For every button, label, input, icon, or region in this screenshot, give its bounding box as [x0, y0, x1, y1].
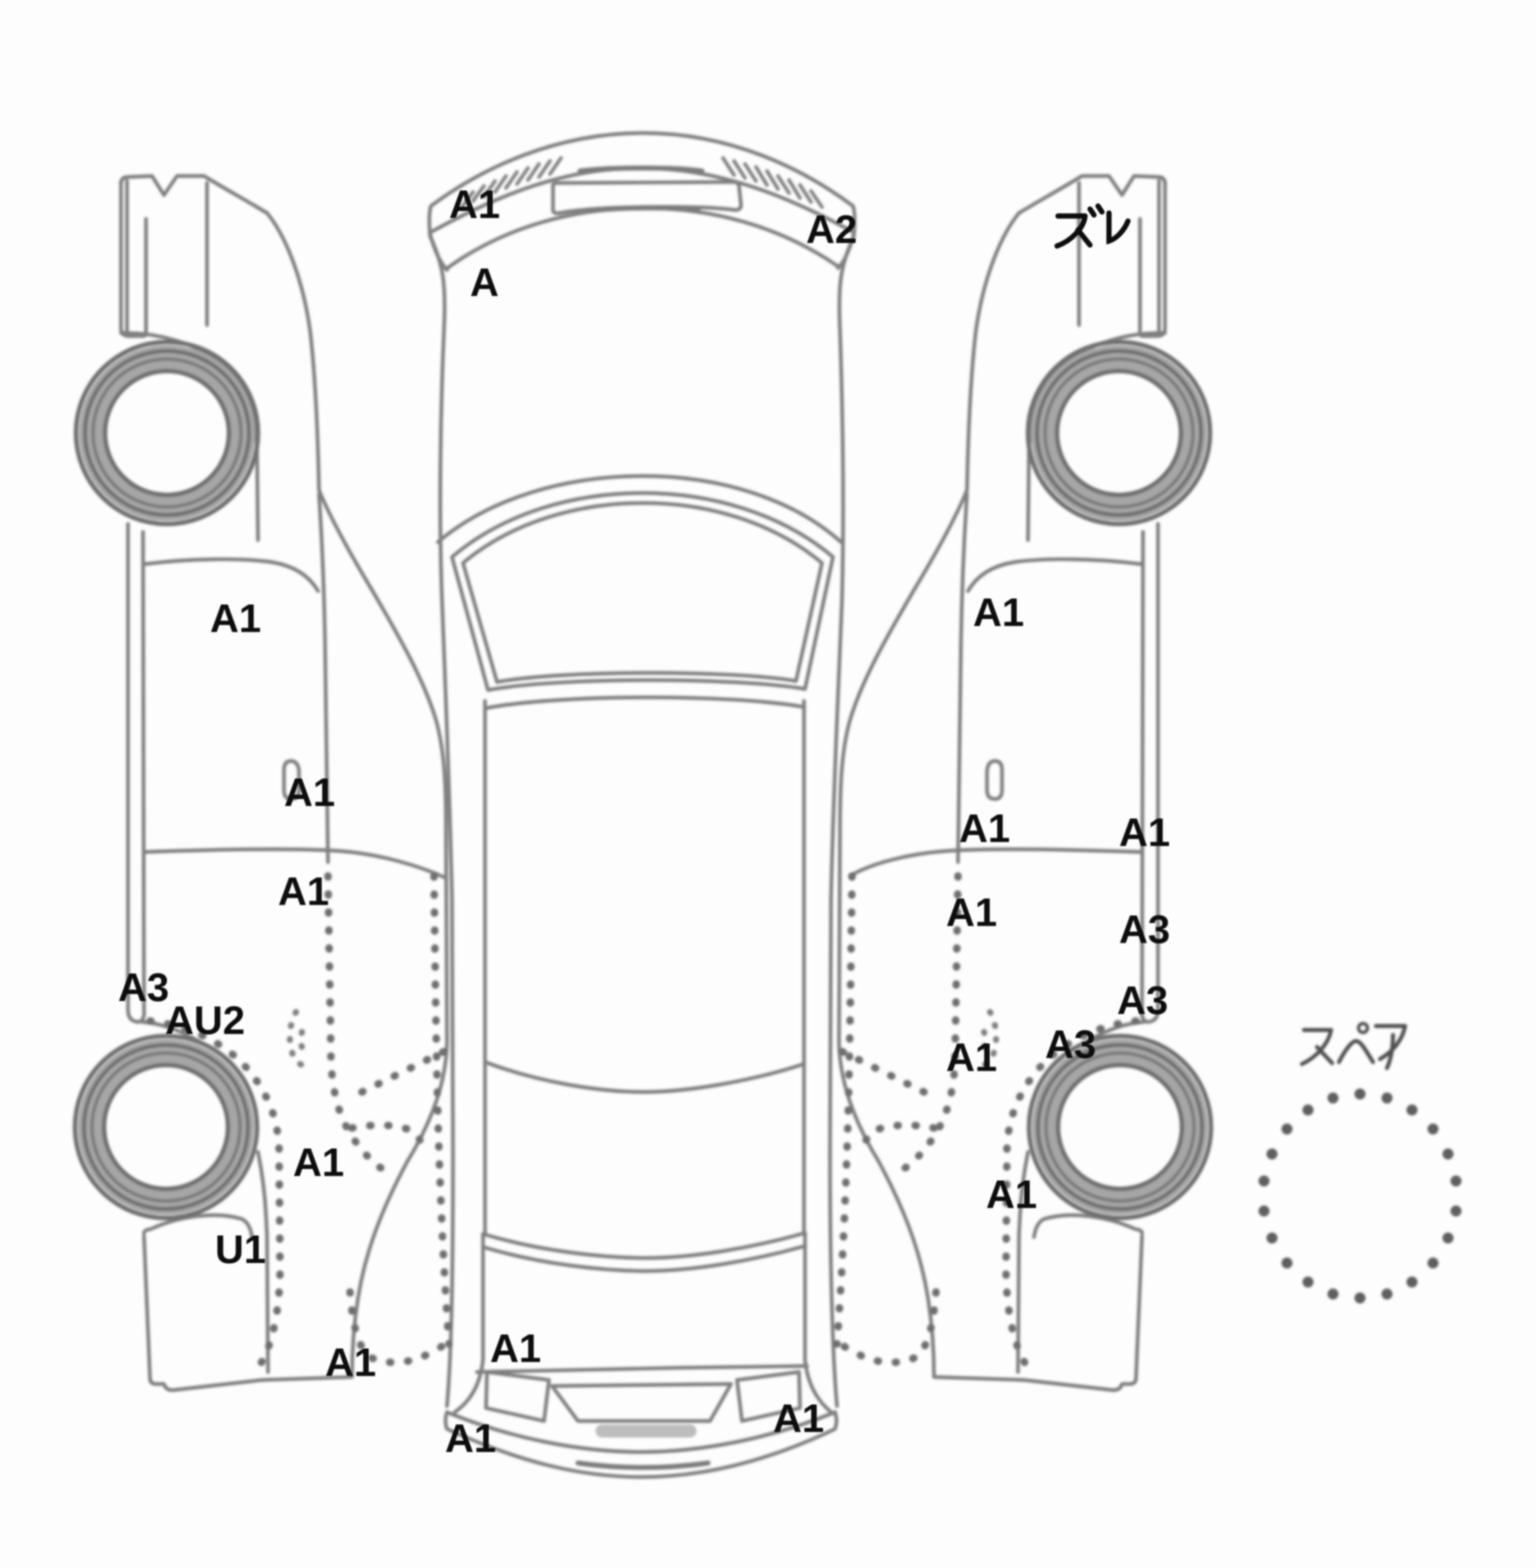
svg-text:A1: A1 — [973, 591, 1024, 635]
svg-text:A1: A1 — [1119, 811, 1170, 855]
svg-text:A1: A1 — [445, 1417, 496, 1461]
svg-text:A1: A1 — [773, 1397, 824, 1441]
svg-text:A2: A2 — [806, 208, 857, 252]
svg-text:A1: A1 — [325, 1341, 376, 1385]
svg-text:U1: U1 — [215, 1228, 266, 1272]
svg-text:AU2: AU2 — [165, 999, 245, 1043]
svg-text:A1: A1 — [449, 183, 500, 227]
svg-text:A3: A3 — [118, 966, 169, 1010]
svg-text:A3: A3 — [1045, 1023, 1096, 1067]
svg-text:A3: A3 — [1117, 979, 1168, 1023]
svg-text:A1: A1 — [490, 1327, 541, 1371]
svg-text:A: A — [470, 261, 499, 305]
svg-text:A1: A1 — [946, 1036, 997, 1080]
svg-text:A1: A1 — [278, 870, 329, 914]
svg-text:A1: A1 — [293, 1141, 344, 1185]
svg-text:A1: A1 — [210, 597, 261, 641]
svg-text:A1: A1 — [284, 771, 335, 815]
svg-text:A1: A1 — [959, 807, 1010, 851]
svg-text:A1: A1 — [946, 891, 997, 935]
svg-text:A3: A3 — [1119, 908, 1170, 952]
svg-text:A1: A1 — [986, 1173, 1037, 1217]
